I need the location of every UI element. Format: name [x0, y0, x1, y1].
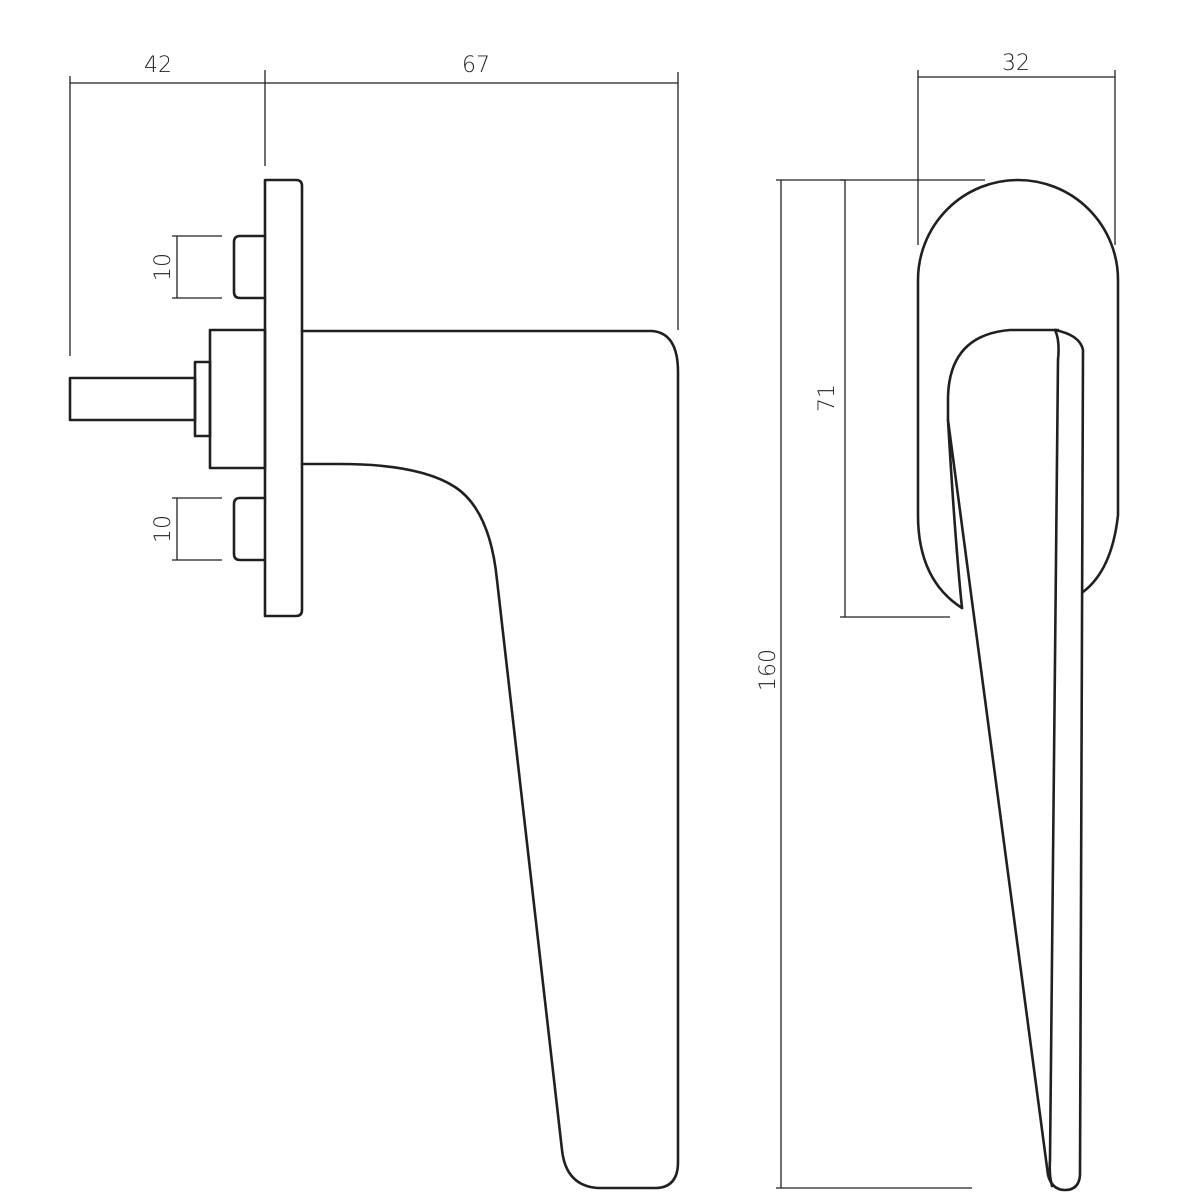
fixing-boss-bottom — [232, 496, 267, 562]
rose-plate — [263, 178, 304, 618]
dim-32-label: 32 — [1002, 51, 1030, 76]
dim-67-label: 67 — [462, 53, 490, 78]
lever-front-edge — [1048, 328, 1060, 1188]
spindle-collar — [193, 360, 212, 438]
dim-160-label: 160 — [756, 649, 781, 691]
rose-pocket — [946, 328, 1060, 610]
lever-side — [300, 329, 680, 1190]
dim-42-label: 42 — [144, 53, 172, 78]
dim-10-bottom-label: 10 — [151, 515, 176, 543]
fixing-boss-top — [232, 234, 267, 300]
side-view: 42 67 10 10 — [68, 53, 680, 1190]
dim-10-top-label: 10 — [151, 253, 176, 281]
lever-front — [946, 328, 1085, 1192]
hub-block — [208, 328, 267, 470]
dim-71-label: 71 — [815, 384, 840, 412]
front-view: 32 71 160 — [756, 51, 1120, 1192]
rose-front — [916, 178, 1120, 610]
spindle — [68, 376, 197, 422]
